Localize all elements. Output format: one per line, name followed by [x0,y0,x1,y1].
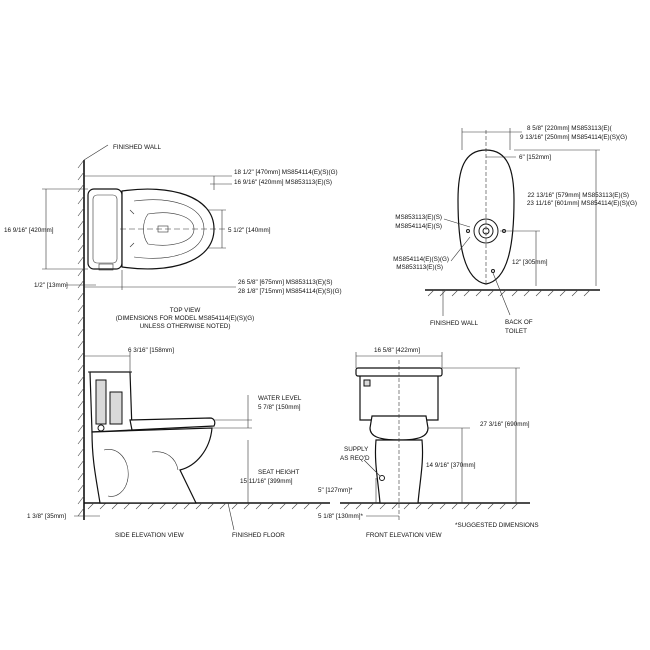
outlet-ring-outer [473,218,499,244]
dim-5-1-8-label: 5 1/8" [130mm]* [318,513,363,520]
tank-lid-edge [92,194,118,264]
dim-23-11-16-label: 23 11/16" [601mm] MS854114(E)(S)(G) [527,200,637,207]
dim-22-13-16-label: 22 13/16" [579mm] MS853113(E)(S) [527,192,629,199]
finished-wall-label: FINISHED WALL [113,144,162,151]
model-leader-2 [450,236,471,262]
seat-height-value: 15 11/16" [399mm] [240,478,293,485]
dim-12-label: 12" [305mm] [512,259,548,266]
back-of-toilet-leader [492,272,511,316]
dim-16-9-16-left-label: 16 9/16" [420mm] [4,227,54,234]
supply-label-2: AS REQ'D [340,455,370,462]
supply-connection [97,424,105,432]
top-view-note-1: (DIMENSIONS FOR MODEL MS854114(E)(S)(G) [116,315,255,322]
trapway [103,449,129,497]
top-view: FINISHED WALL 18 1/2" [470mm] MS854114(E… [4,144,342,520]
model-note-ms854114: MS854114(E)(S) [395,223,442,230]
side-floor-hatch [87,502,323,510]
dim-5-label: 5" [127mm]* [318,487,353,494]
rough-in-view: 8 5/8" [220mm] MS853113(E)( 9 13/16" [25… [393,125,637,335]
supply-leader [363,459,381,477]
side-seat [129,417,216,431]
back-mark [491,269,495,273]
model-note-ms854114g: MS854114(E)(S)(G) [393,256,449,263]
model-note-ms853113: MS853113(E)(S) [395,214,442,221]
finished-wall-leader [83,144,109,161]
rough-finished-wall-label: FINISHED WALL [430,320,479,327]
side-elevation-view: 6 3/16" [158mm] WATER LEVEL 5 7/8" [150m… [27,347,330,539]
dim-6-label: 6" [152mm] [519,154,551,161]
dim-26-5-8-label: 26 5/8" [675mm] MS853113(E)(S) [238,279,333,286]
side-view-title: SIDE ELEVATION VIEW [115,532,184,539]
tank-foot [98,263,114,271]
suggested-dimensions-note: *SUGGESTED DIMENSIONS [455,522,539,529]
dim-14-9-16-label: 14 9/16" [370mm] [426,462,476,469]
dim-6-3-16-label: 6 3/16" [158mm] [128,347,174,354]
flush-valve [109,391,123,425]
wall-hatch [77,159,85,517]
finished-floor-leader [227,502,235,531]
front-elevation-view: 16 5/8" [422mm] 27 3/16" [690mm] 14 9/16… [318,347,539,539]
dim-8-5-8-label: 8 5/8" [220mm] MS853113(E)( [527,125,613,132]
dim-18-1-2-label: 18 1/2" [470mm] MS854114(E)(S)(G) [234,169,338,176]
supply-label-1: SUPPLY [344,446,369,453]
front-floor-hatch [343,502,519,510]
fill-valve [95,379,107,425]
dim-27-3-16-label: 27 3/16" [690mm] [480,421,530,428]
dim-16-5-8-label: 16 5/8" [422mm] [374,347,420,354]
dim-5-1-2-label: 5 1/2" [140mm] [228,227,271,234]
bolt-mark-2 [129,242,135,248]
back-of-toilet-label-2: TOILET [505,328,527,335]
bowl-inner [151,451,179,471]
water-level-title: WATER LEVEL [258,395,302,402]
back-of-toilet-label-1: BACK OF [505,319,533,326]
dim-28-1-8-label: 28 1/8" [715mm] MS854114(E)(S)(G) [238,288,342,295]
flush-lever [363,379,371,387]
top-view-note-2: UNLESS OTHERWISE NOTED) [140,323,231,330]
water-level-value: 5 7/8" [150mm] [258,404,301,411]
dim-1-2-label: 1/2" [13mm] [34,282,68,289]
seat-height-title: SEAT HEIGHT [258,469,300,476]
dim-9-13-16-label: 9 13/16" [250mm] MS854114(E)(S)(G) [520,134,627,141]
dim-1-3-8-label: 1 3/8" [35mm] [27,513,66,520]
bolt-hole-left [466,229,470,233]
bolt-mark-1 [129,209,135,215]
supply-point [379,475,385,481]
model-leader-1 [443,218,471,228]
front-view-title: FRONT ELEVATION VIEW [366,532,442,539]
dim-16-9-16-label: 16 9/16" [420mm] MS853113(E)(S) [234,179,332,186]
model-note-ms853113-2: MS853113(E)(S) [396,264,443,271]
rough-in-floor-hatch [427,289,591,297]
finished-floor-label: FINISHED FLOOR [232,532,285,539]
top-view-title: TOP VIEW [170,307,201,314]
side-bowl [91,427,213,504]
